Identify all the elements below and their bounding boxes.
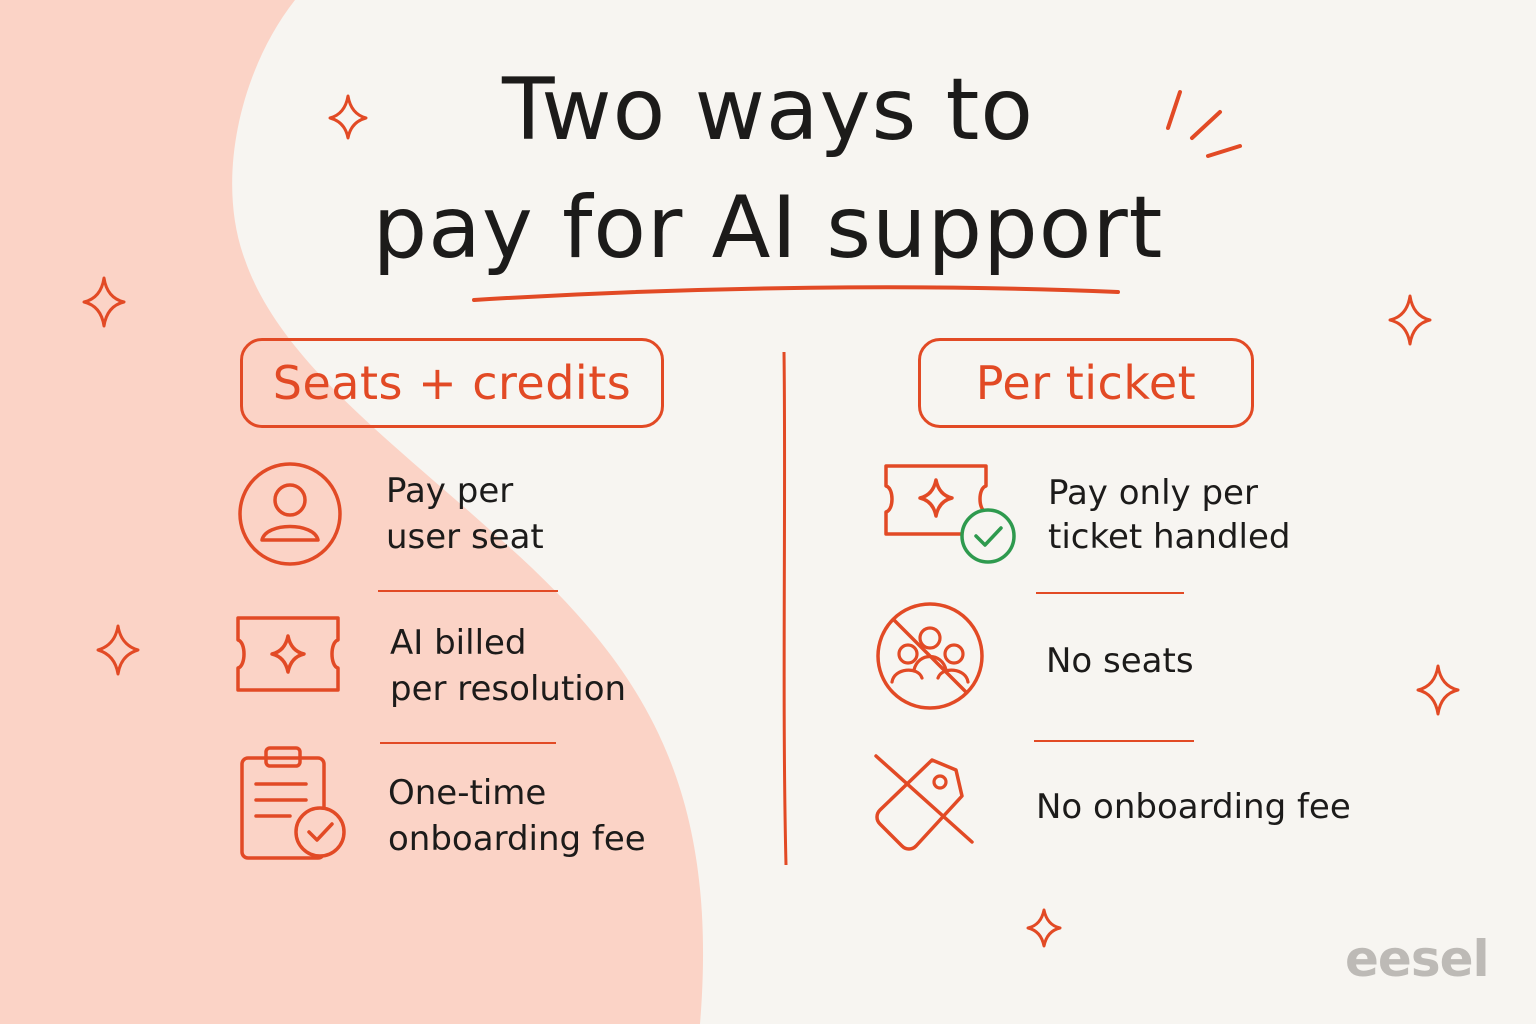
page-title-line-2: pay for AI support <box>372 178 1164 278</box>
right-item-3-line-1: No onboarding fee <box>1036 787 1351 827</box>
no-users-icon <box>876 602 984 710</box>
sparkle-icon <box>1026 908 1062 948</box>
right-item-2-line-1: No seats <box>1046 641 1194 681</box>
separator <box>1034 740 1194 742</box>
left-item-3-line-1: One-time <box>388 773 547 813</box>
left-item-1-line-2: user seat <box>386 517 544 557</box>
ticket-icon <box>236 616 340 692</box>
sparkle-icon <box>96 624 140 676</box>
user-icon <box>238 462 342 566</box>
sparkle-icon <box>1388 294 1432 346</box>
sparkle-icon <box>82 276 126 328</box>
no-tag-icon <box>874 754 974 851</box>
heading-per-ticket: Per ticket <box>918 338 1254 428</box>
page-title-line-1: Two ways to <box>502 60 1034 160</box>
separator <box>380 742 556 744</box>
ticket-check-icon <box>884 464 1016 564</box>
emphasis-strokes <box>1166 90 1242 158</box>
right-item-1-line-2: ticket handled <box>1048 517 1291 557</box>
separator <box>378 590 558 592</box>
brand-logo: eesel <box>1345 930 1490 988</box>
column-divider <box>782 351 788 866</box>
left-item-3-line-2: onboarding fee <box>388 819 646 859</box>
sparkle-icon <box>328 94 368 140</box>
left-item-1-line-1: Pay per <box>386 471 514 511</box>
separator <box>1036 592 1184 594</box>
heading-seats-credits: Seats + credits <box>240 338 664 428</box>
clipboard-check-icon <box>240 746 346 860</box>
right-item-1-line-1: Pay only per <box>1048 473 1258 513</box>
left-item-2-line-2: per resolution <box>390 669 627 709</box>
peach-blob <box>0 0 704 1024</box>
left-item-2-line-1: AI billed <box>390 623 527 663</box>
title-underline <box>472 285 1120 302</box>
sparkle-icon <box>1416 664 1460 716</box>
